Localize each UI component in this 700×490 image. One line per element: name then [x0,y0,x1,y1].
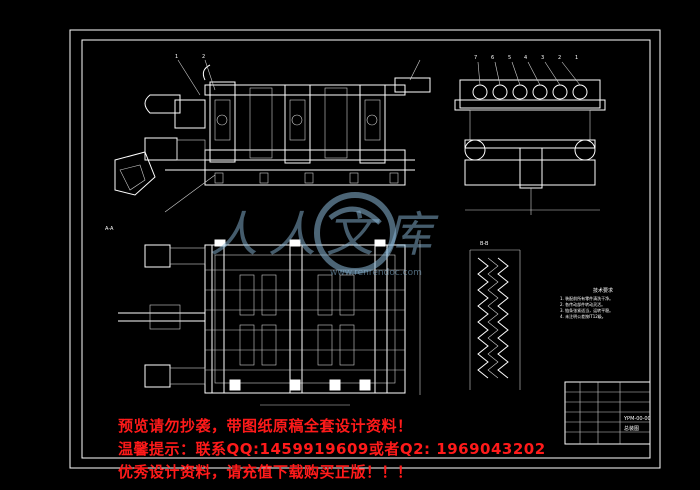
section-label: A-A [105,226,114,232]
warning-line-3: 优秀设计资料，请充值下载购买正版！！！ [118,463,413,481]
drawing-name: 总装图 [624,425,639,432]
technical-requirements-title: 技术要求 [592,288,613,294]
technical-requirements: 技术要求 1. 装配前所有零件清洗干净。 2. 各传动部件转动灵活。 3. 链条… [560,288,646,320]
drawing-number: YPM-00-00 [623,416,651,422]
balloon-label: 2 [558,55,561,61]
watermark-logo-icon [314,192,396,274]
section-view [469,249,521,390]
title-block: YPM-00-00 总装图 [564,381,651,445]
plan-view [118,239,421,406]
balloon-label: 6 [491,55,494,61]
balloon-label: 1 [175,54,178,60]
technical-note: 1. 装配前所有零件清洗干净。 [560,296,614,301]
balloon-label: 5 [508,55,511,61]
technical-note: 2. 各传动部件转动灵活。 [560,302,606,307]
outer-frame [69,29,661,469]
front-elevation-view [114,59,431,213]
balloon-label: 2 [202,54,205,60]
balloon-label: 3 [541,55,544,61]
technical-note: 4. 未注明公差按IT12级。 [560,314,606,319]
balloon-label: 7 [474,55,477,61]
watermark-url: www.renrendoc.com [330,268,422,278]
side-elevation-view [454,61,606,215]
technical-note: 3. 链条张紧适当，运转平稳。 [560,308,614,313]
watermark-brand: 人人文库 [210,207,443,263]
warning-line-2: 温馨提示：联系QQ:1459919609或者Q2: 1969043202 [118,440,546,458]
balloon-label: 4 [524,55,527,61]
section-label: B-B [480,241,489,247]
inner-frame [81,39,651,459]
warning-line-1: 预览请勿抄袭，带图纸原稿全套设计资料！ [118,417,413,435]
balloon-label: 1 [575,55,578,61]
